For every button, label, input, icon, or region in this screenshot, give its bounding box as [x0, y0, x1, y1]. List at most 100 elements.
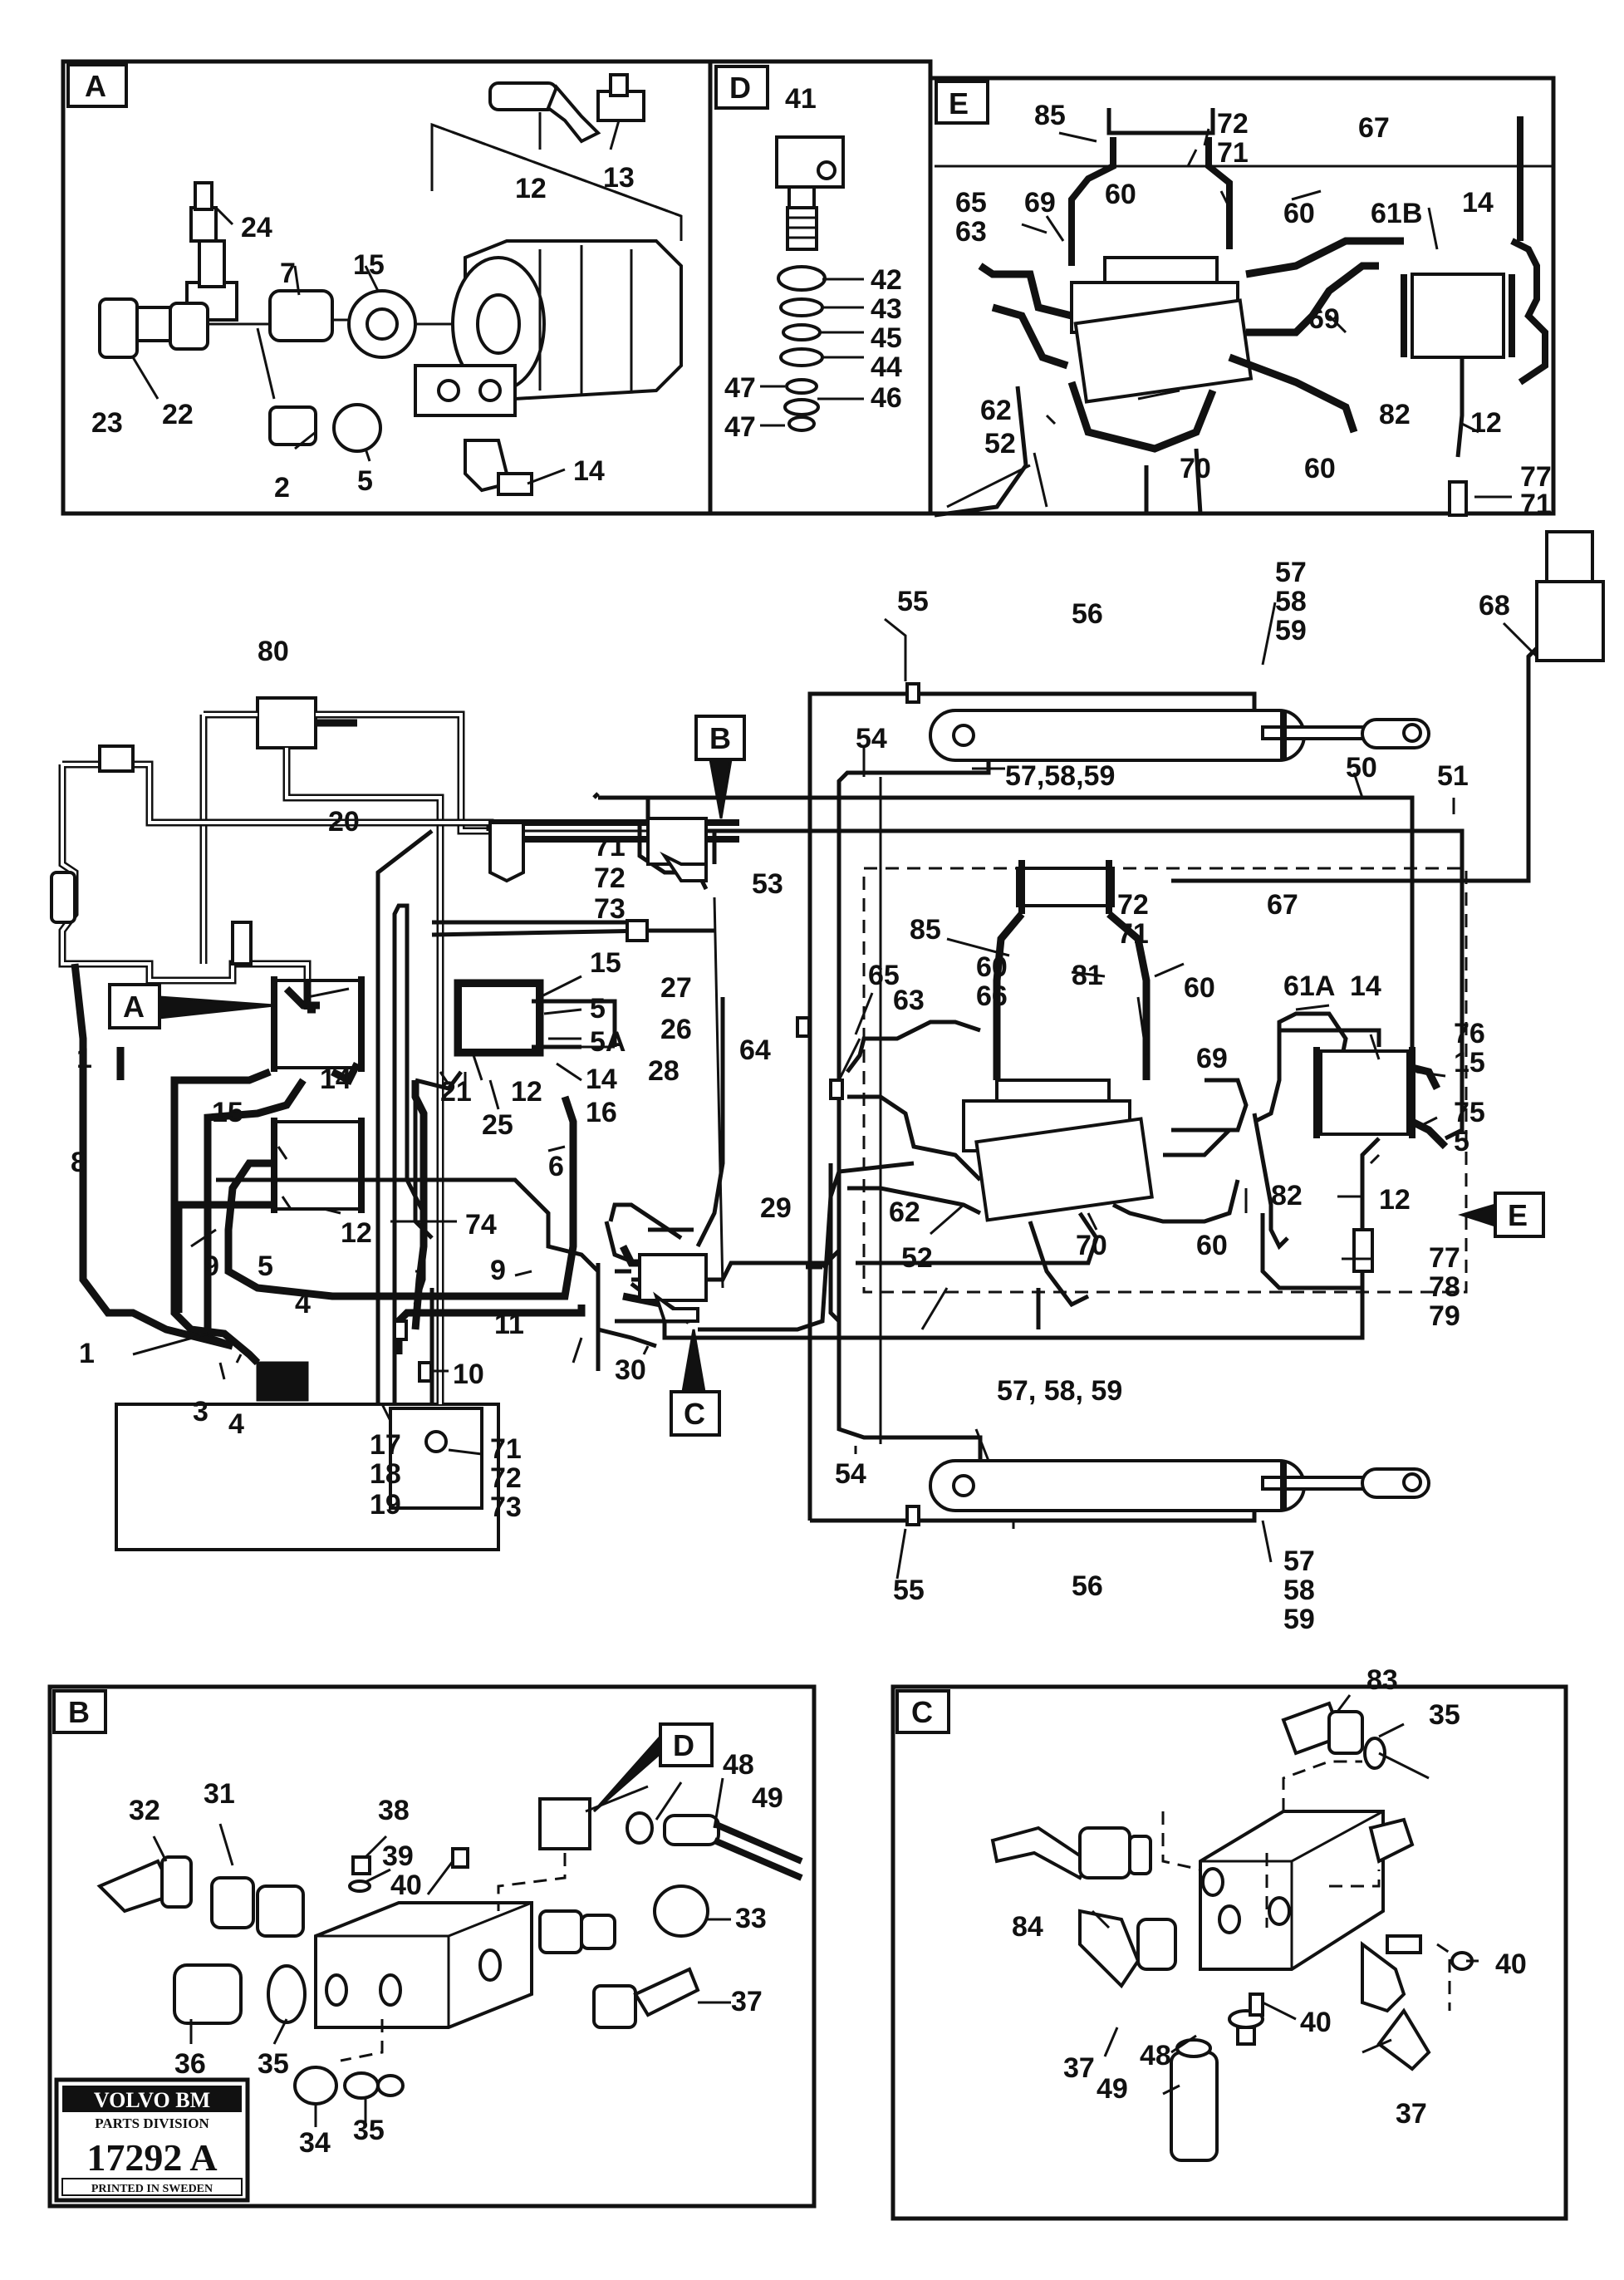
label-85-main: 85: [910, 914, 941, 946]
label-67-main: 67: [1267, 889, 1298, 921]
label-64: 64: [739, 1034, 771, 1066]
label-9-main-a: 9: [204, 1251, 219, 1282]
label-44-d: 44: [871, 351, 902, 383]
label-72-e: 72: [1217, 108, 1249, 140]
panel-c: C 83 35 84 37 48 49: [891, 1664, 1568, 2221]
panel-b-frame: [47, 1684, 817, 2209]
label-32-b: 32: [129, 1795, 160, 1826]
label-5-main-a: 5: [590, 993, 606, 1025]
callout-c-text: C: [684, 1397, 705, 1431]
label-84-c: 84: [1012, 1911, 1043, 1943]
label-54-top: 54: [856, 723, 887, 754]
panel-b: B 32 31 38 39 40: [47, 1684, 817, 2209]
label-13-a: 13: [603, 162, 635, 194]
callout-e-text: E: [1508, 1198, 1528, 1232]
main-schematic: A B C E 80 20 71 72 73 53 55 56 57: [50, 530, 1605, 1635]
panel-c-tag-box: [895, 1689, 950, 1734]
label-56-bottom: 56: [1072, 1570, 1103, 1602]
fittings-a: [98, 73, 645, 496]
hoses-main: [71, 792, 1365, 1404]
label-16: 16: [586, 1097, 617, 1128]
label-69-e-a: 69: [1024, 187, 1056, 219]
panel-c-frame: [891, 1684, 1568, 2221]
label-22-a: 22: [162, 399, 194, 430]
label-48-b: 48: [723, 1749, 754, 1781]
label-5-a: 5: [357, 465, 373, 497]
label-55-bottom: 55: [893, 1575, 925, 1606]
panel-b-d-callout: [659, 1722, 714, 1767]
label-23-a: 23: [91, 407, 123, 439]
label-74: 74: [465, 1209, 497, 1241]
label-60-main-b: 60: [1184, 972, 1215, 1004]
label-6: 6: [548, 1151, 564, 1182]
label-51: 51: [1437, 760, 1469, 792]
label-2-a: 2: [274, 472, 290, 504]
label-48-c: 48: [1140, 2040, 1171, 2071]
label-57-bottom: 57: [1283, 1545, 1315, 1577]
cylinder-lower: [929, 1459, 1430, 1512]
label-53: 53: [752, 868, 783, 900]
callout-a-text: A: [123, 990, 145, 1024]
pump-b: [272, 1120, 363, 1211]
leaders-a: [131, 112, 621, 485]
label-63-main: 63: [893, 985, 925, 1016]
label-17: 17: [370, 1429, 401, 1461]
label-40-c-b: 40: [1300, 2007, 1332, 2038]
label-72-main-c: 72: [490, 1462, 522, 1494]
label-4-main-b: 4: [228, 1408, 244, 1440]
label-69-main: 69: [1196, 1043, 1228, 1074]
panel-d-tag: D: [729, 71, 751, 105]
label-85-e: 85: [1034, 100, 1066, 131]
label-54-bottom: 54: [835, 1458, 866, 1490]
label-14-main-b: 14: [320, 1064, 351, 1095]
label-39-b: 39: [382, 1840, 414, 1872]
label-52-e: 52: [984, 428, 1016, 459]
label-65-main: 65: [868, 960, 900, 991]
stamp-division: PARTS DIVISION: [95, 2115, 209, 2131]
panel-a-tag: A: [85, 69, 106, 103]
label-27: 27: [660, 972, 692, 1004]
label-14-main-a: 14: [586, 1064, 617, 1095]
label-77-main: 77: [1429, 1242, 1460, 1274]
label-61a: 61A: [1283, 970, 1335, 1002]
label-73-main-c: 73: [490, 1491, 522, 1523]
label-60-e-a: 60: [1105, 179, 1136, 210]
label-26: 26: [660, 1014, 692, 1045]
label-50: 50: [1346, 752, 1377, 784]
label-37-b: 37: [731, 1986, 763, 2017]
panel-e-tag: E: [949, 86, 969, 120]
label-81: 81: [1072, 960, 1103, 991]
label-55-top: 55: [897, 586, 929, 617]
label-83-c: 83: [1366, 1664, 1398, 1696]
callout-c: C: [670, 1329, 721, 1437]
label-71-main-c: 71: [490, 1433, 522, 1465]
panel-b-tag-box: [52, 1689, 107, 1734]
pump-drawing: [414, 122, 683, 417]
label-5-main-c: 5: [1454, 1126, 1469, 1157]
label-40-c-a: 40: [1495, 1948, 1527, 1980]
label-52-main: 52: [901, 1242, 933, 1274]
label-10: 10: [453, 1359, 484, 1390]
label-42-d: 42: [871, 264, 902, 296]
label-14-main-c: 14: [1350, 970, 1381, 1002]
label-3: 3: [193, 1396, 209, 1427]
label-21: 21: [440, 1076, 472, 1108]
callout-e: E: [1457, 1192, 1545, 1238]
label-15-a: 15: [353, 249, 385, 281]
label-11: 11: [494, 1309, 524, 1340]
stamp-brand: VOLVO BM: [94, 2088, 210, 2112]
panel-d-tag-box: [714, 65, 769, 110]
label-60-main-c: 60: [1196, 1230, 1228, 1261]
label-58-bottom: 58: [1283, 1575, 1315, 1606]
label-12-main-a: 12: [511, 1076, 542, 1108]
label-57-top: 57: [1275, 557, 1307, 588]
panel-a-tag-box: [66, 63, 128, 108]
label-57-58-59-top: 57,58,59: [1005, 760, 1115, 792]
label-72-main-b: 72: [1117, 889, 1149, 921]
panel-e-frame: [928, 76, 1556, 516]
label-14-e: 14: [1462, 187, 1494, 219]
parts-stamp: VOLVO BM PARTS DIVISION 17292 A PRINTED …: [54, 2077, 250, 2203]
label-25: 25: [482, 1109, 513, 1141]
label-62-e: 62: [980, 395, 1012, 426]
